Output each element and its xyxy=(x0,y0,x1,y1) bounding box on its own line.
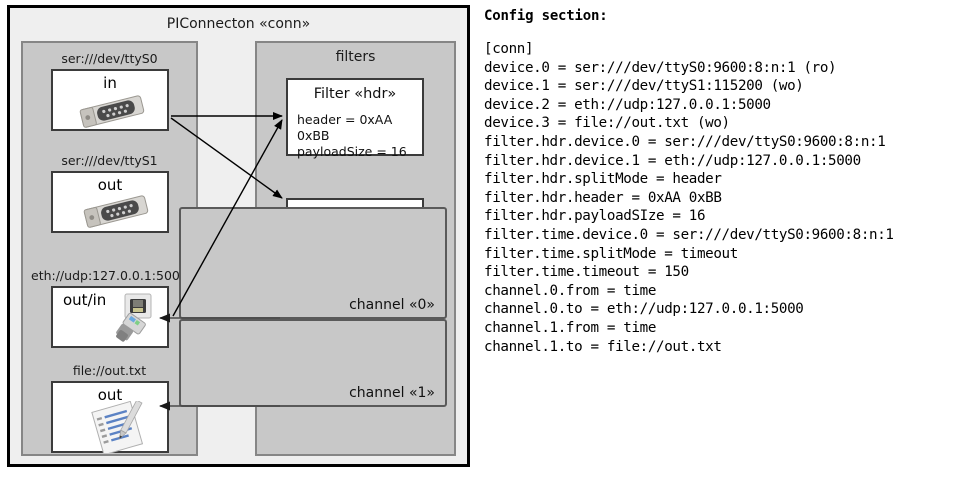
config-lines: [conn] device.0 = ser:///dev/ttyS0:9600:8… xyxy=(484,40,954,356)
serial-port-icon xyxy=(75,93,153,133)
config-line: channel.0.from = time xyxy=(484,282,657,299)
config-line: filter.hdr.payloadSIze = 16 xyxy=(484,208,706,225)
config-line: [conn] xyxy=(484,41,534,57)
device-card-file[interactable]: out xyxy=(51,381,169,456)
filter-title-hdr: Filter «hdr» xyxy=(313,86,397,102)
device-card-ttyS1[interactable]: out xyxy=(51,171,169,233)
config-line: channel.0.to = eth://udp:127.0.0.1:5000 xyxy=(484,301,804,318)
config-line: device.0 = ser:///dev/ttyS0:9600:8:n:1 (… xyxy=(484,59,837,76)
device-label-eth: eth://udp:127.0.0.1:5000 xyxy=(31,268,188,283)
channel-label-0: channel «0» xyxy=(349,297,435,313)
device-label-ttyS0: ser:///dev/ttyS0 xyxy=(61,51,158,66)
device-direction-outin-eth: out/in xyxy=(63,291,107,309)
config-line: filter.hdr.splitMode = header xyxy=(484,171,722,188)
device-direction-in-ttyS0: in xyxy=(103,74,117,92)
devices-panel: ser:///dev/ttyS0 in xyxy=(21,41,198,456)
filter-prop: payloadSize = 16 xyxy=(297,144,407,159)
device-card-ttyS0[interactable]: in xyxy=(51,69,169,131)
config-line: device.1 = ser:///dev/ttyS1:115200 (wo) xyxy=(484,78,804,95)
config-line: filter.hdr.header = 0xAA 0xBB xyxy=(484,189,722,206)
filter-card-hdr[interactable]: Filter «hdr» header = 0xAA 0xBB payloadS… xyxy=(286,78,424,159)
config-line: filter.hdr.device.0 = ser:///dev/ttyS0:9… xyxy=(484,133,886,150)
config-line: filter.time.device.0 = ser:///dev/ttyS0:… xyxy=(484,226,894,243)
config-line: filter.hdr.device.1 = eth://udp:127.0.0.… xyxy=(484,152,861,169)
diagram-title: PIConnecton «conn» xyxy=(166,16,311,32)
filter-prop: header = 0xAA 0xBB xyxy=(297,112,393,143)
config-heading: Config section: xyxy=(484,8,608,24)
config-section: Config section: [conn] device.0 = ser:///… xyxy=(484,8,954,356)
device-label-ttyS1: ser:///dev/ttyS1 xyxy=(61,153,158,168)
channel-box-1[interactable]: channel «1» xyxy=(179,319,447,407)
config-line: filter.time.timeout = 150 xyxy=(484,264,689,281)
filter-props-hdr: header = 0xAA 0xBB payloadSize = 16 xyxy=(297,112,422,160)
config-line: filter.time.splitMode = timeout xyxy=(484,245,738,262)
filters-panel-title: filters xyxy=(335,49,376,65)
text-file-icon xyxy=(89,399,153,457)
connection-diagram: PIConnecton «conn» ser:///dev/ttyS0 in xyxy=(7,5,470,467)
config-line: channel.1.to = file://out.txt xyxy=(484,338,722,355)
channel-label-1: channel «1» xyxy=(349,385,435,401)
channel-box-0[interactable]: channel «0» xyxy=(179,207,447,319)
config-line: channel.1.from = time xyxy=(484,319,657,336)
device-direction-out-ttyS1: out xyxy=(97,176,123,194)
serial-port-icon xyxy=(79,193,157,233)
device-label-file: file://out.txt xyxy=(72,363,147,378)
ethernet-plug-icon xyxy=(109,292,167,352)
device-direction-out-file: out xyxy=(97,386,123,404)
config-line: device.3 = file://out.txt (wo) xyxy=(484,115,730,132)
config-line: device.2 = eth://udp:127.0.0.1:5000 xyxy=(484,96,771,113)
device-card-eth[interactable]: out/in xyxy=(51,286,169,348)
